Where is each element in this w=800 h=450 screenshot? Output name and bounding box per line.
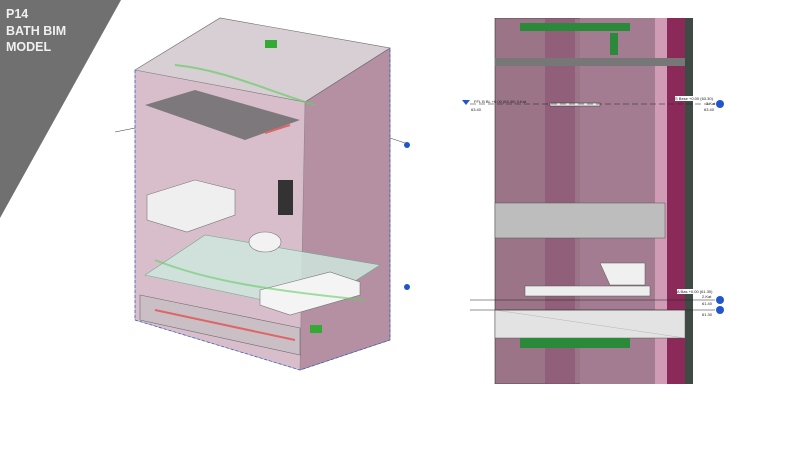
banner-shape [0, 0, 121, 218]
level-sub-upper-right: 3.Kat [706, 101, 716, 106]
level-value-lower-right-2: 61.30 [702, 312, 713, 317]
level-label-lower-right: A Bas +0.00 (61.30) [677, 289, 713, 294]
pod-body [115, 17, 410, 371]
level-value-upper-left: 63.40 [471, 107, 482, 112]
title-banner [0, 0, 121, 218]
level-sub-lower-right: 2.Kat [702, 294, 712, 299]
level-label-upper-right: S Bese +0.00 (63.30) [675, 96, 713, 101]
level-label-upper-left: FFL B BL +0.00 (63.40) 3.Kat [474, 99, 527, 104]
page-number: P14 [6, 7, 29, 21]
slide-title: P14 BATH BIM MODEL [6, 6, 66, 56]
title-line-1: BATH BIM [6, 23, 67, 38]
section-view [462, 18, 740, 384]
level-value-upper-right: 63.40 [704, 107, 715, 112]
level-value-lower-right: 61.40 [702, 301, 713, 306]
isometric-bath-model [115, 17, 410, 371]
title-line-2: MODEL [6, 40, 52, 54]
